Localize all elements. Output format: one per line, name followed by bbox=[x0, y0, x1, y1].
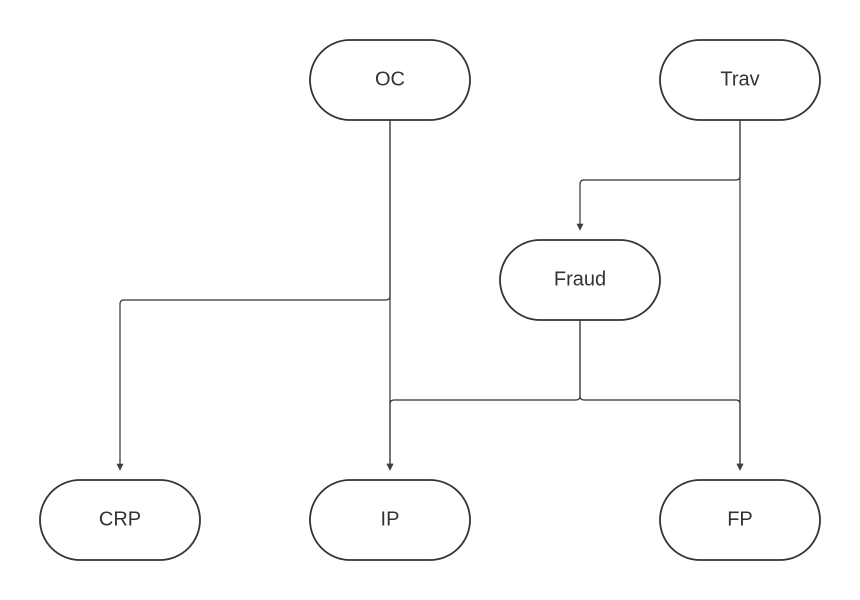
node-crp-label: CRP bbox=[99, 508, 141, 530]
node-crp[interactable]: CRP bbox=[39, 479, 201, 561]
node-fraud[interactable]: Fraud bbox=[499, 239, 661, 321]
edge-oc-to-crp bbox=[116, 120, 391, 471]
node-oc[interactable]: OC bbox=[309, 39, 471, 121]
edge-fraud-to-fp bbox=[579, 320, 744, 471]
node-trav-label: Trav bbox=[720, 68, 759, 90]
node-trav[interactable]: Trav bbox=[659, 39, 821, 121]
node-oc-label: OC bbox=[375, 68, 405, 90]
edge-trav-to-fraud bbox=[576, 120, 741, 231]
connectors bbox=[116, 120, 744, 471]
node-fp-label: FP bbox=[727, 508, 753, 530]
edge-fraud-to-ip bbox=[386, 320, 581, 471]
node-fraud-label: Fraud bbox=[554, 268, 606, 290]
node-ip[interactable]: IP bbox=[309, 479, 471, 561]
node-ip-label: IP bbox=[381, 508, 400, 530]
node-fp[interactable]: FP bbox=[659, 479, 821, 561]
